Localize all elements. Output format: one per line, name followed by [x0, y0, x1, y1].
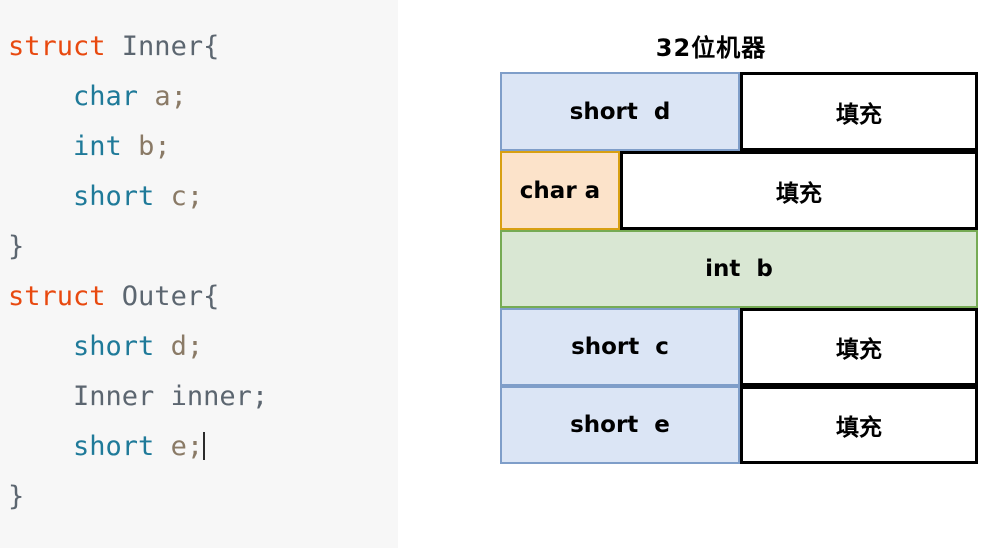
code-token-kw: struct: [8, 31, 122, 62]
code-token-plain: [154, 331, 170, 362]
code-token-plain: [8, 181, 73, 212]
memory-padding-cell: 填充: [740, 308, 978, 386]
code-token-name: }: [8, 481, 25, 512]
code-line: int b;: [8, 122, 398, 172]
code-token-plain: [122, 131, 138, 162]
memory-padding-cell: 填充: [620, 151, 978, 230]
memory-padding-cell: 填充: [740, 72, 978, 151]
code-token-plain: [8, 81, 73, 112]
code-token-plain: [154, 381, 170, 412]
code-listing[interactable]: struct Inner{ char a; int b; short c;} st…: [8, 22, 398, 522]
code-token-plain: [154, 431, 170, 462]
code-token-type: short: [73, 331, 155, 362]
memory-field-cell: char a: [500, 151, 620, 230]
code-token-name: }: [8, 231, 25, 262]
code-token-kw: struct: [8, 281, 122, 312]
code-token-type: short: [73, 431, 155, 462]
code-token-plain: [154, 181, 170, 212]
code-token-ident: e;: [170, 431, 204, 462]
code-line: short e;: [8, 422, 398, 472]
code-token-plain: [138, 81, 154, 112]
code-token-name: Outer{: [121, 281, 220, 312]
memory-field-cell: short e: [500, 386, 740, 464]
code-token-type: char: [73, 81, 139, 112]
code-token-type: int: [73, 131, 122, 162]
memory-layout-title: 32位机器: [655, 34, 767, 62]
code-line: Inner inner;: [8, 372, 398, 422]
code-line: }: [8, 472, 398, 522]
code-token-type: short: [73, 181, 155, 212]
code-line: short c;: [8, 172, 398, 222]
code-token-ident: a;: [154, 81, 187, 112]
memory-field-cell: short d: [500, 72, 740, 151]
code-panel: struct Inner{ char a; int b; short c;} st…: [0, 0, 398, 548]
code-token-plain: [8, 131, 73, 162]
code-line: char a;: [8, 72, 398, 122]
code-token-ident: b;: [138, 131, 171, 162]
memory-field-cell: int b: [500, 230, 978, 308]
code-line: }: [8, 222, 398, 272]
code-token-plain: [8, 381, 73, 412]
code-token-ident: d;: [170, 331, 204, 362]
code-line: short d;: [8, 322, 398, 372]
text-cursor: [203, 432, 206, 460]
memory-padding-cell: 填充: [740, 386, 978, 464]
code-token-plain: [8, 431, 73, 462]
code-token-ident: c;: [170, 181, 204, 212]
code-token-name: inner;: [170, 381, 269, 412]
memory-row: int b: [500, 230, 978, 308]
code-token-name: Inner{: [121, 31, 220, 62]
memory-field-cell: short c: [500, 308, 740, 386]
code-token-plain: [8, 331, 73, 362]
code-line: struct Outer{: [8, 272, 398, 322]
code-line: struct Inner{: [8, 22, 398, 72]
code-token-name: Inner: [73, 381, 155, 412]
